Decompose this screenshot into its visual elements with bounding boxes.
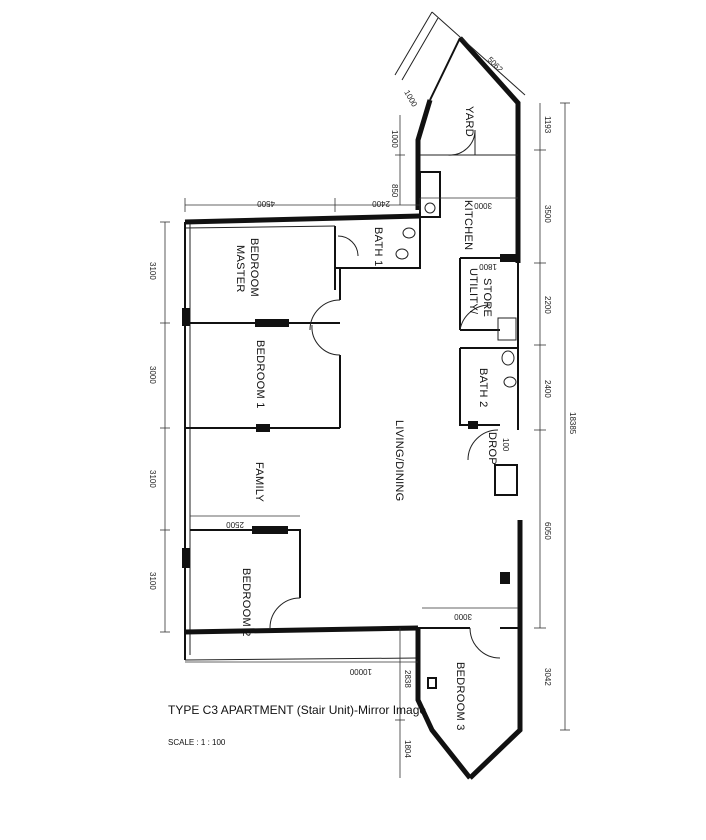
dim-br3-2838: 2838 bbox=[403, 670, 412, 688]
label-drop: DROP bbox=[486, 432, 498, 465]
label-living-dining: LIVING/DINING bbox=[393, 420, 405, 502]
label-family: FAMILY bbox=[253, 462, 265, 502]
label-bedroom-2: BEDROOM 2 bbox=[240, 568, 252, 637]
dim-right-3500: 3500 bbox=[543, 205, 552, 223]
label-drop-value: 100 bbox=[501, 438, 510, 452]
room-labels: YARD KITCHEN BATH 1 MASTER BEDROOM BEDRO… bbox=[234, 106, 510, 731]
dim-right-2400: 2400 bbox=[543, 380, 552, 398]
dim-left-3100-c: 3100 bbox=[148, 572, 157, 590]
label-bedroom-3: BEDROOM 3 bbox=[454, 662, 466, 731]
dim-br3-1804: 1804 bbox=[403, 740, 412, 758]
dim-left-3100-a: 3100 bbox=[148, 262, 157, 280]
dim-850: 850 bbox=[390, 184, 399, 198]
dimension-lines bbox=[160, 102, 570, 778]
dim-yard-left: 1000 bbox=[402, 89, 419, 109]
dim-right-3042: 3042 bbox=[543, 668, 552, 686]
label-master-line1: MASTER bbox=[234, 245, 246, 293]
walls bbox=[182, 11, 526, 780]
dim-br2-2500: 2500 bbox=[226, 520, 244, 529]
plan-scale: SCALE : 1 : 100 bbox=[168, 738, 226, 747]
dim-right-1193: 1193 bbox=[543, 116, 552, 134]
label-bedroom-1: BEDROOM 1 bbox=[254, 340, 266, 409]
dim-kitchen-3000: 3000 bbox=[474, 201, 492, 210]
dim-right-6050: 6050 bbox=[543, 522, 552, 540]
dim-utility-1800: 1800 bbox=[479, 262, 497, 271]
dim-right-18385: 18385 bbox=[568, 412, 577, 435]
dim-1000: 1000 bbox=[390, 130, 399, 148]
dim-left-3000: 3000 bbox=[148, 366, 157, 384]
label-bath-1: BATH 1 bbox=[372, 227, 384, 267]
dim-br3-3000: 3000 bbox=[454, 612, 472, 621]
label-store-2: STORE bbox=[481, 278, 493, 317]
doors-and-fixtures bbox=[269, 129, 518, 659]
dim-right-2200: 2200 bbox=[543, 296, 552, 314]
dim-left-3100-b: 3100 bbox=[148, 470, 157, 488]
plan-title: TYPE C3 APARTMENT (Stair Unit)-Mirror Im… bbox=[168, 703, 426, 717]
label-bath-2: BATH 2 bbox=[477, 368, 489, 408]
dim-top-2400: 2400 bbox=[372, 199, 390, 208]
dim-top-4500: 4500 bbox=[257, 199, 275, 208]
label-master-line2: BEDROOM bbox=[248, 238, 260, 297]
dim-bottom-10000: 10000 bbox=[349, 667, 372, 676]
label-kitchen: KITCHEN bbox=[462, 200, 474, 250]
label-utility: UTILITY/ bbox=[467, 268, 479, 315]
label-yard: YARD bbox=[463, 106, 475, 137]
dimension-numbers: 5062 1000 1000 850 4500 2400 3000 1800 2… bbox=[148, 55, 577, 758]
